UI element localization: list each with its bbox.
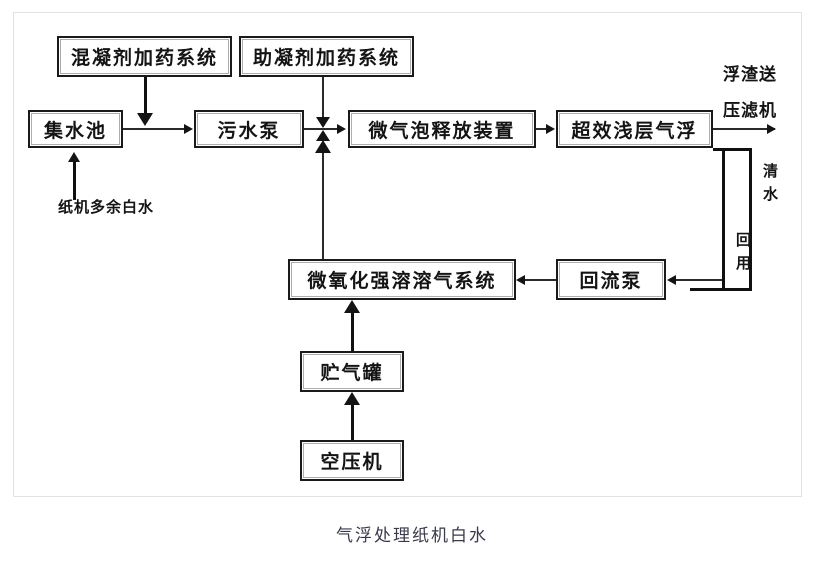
arrowhead-micro-oxidation-up-to-valve (315, 140, 331, 153)
label-scum-outlet-line2: 压滤机 (723, 101, 777, 121)
label-inlet-white-water: 纸机多余白水 (58, 198, 155, 216)
connector-clearwater-bottom-run (690, 288, 752, 291)
connector-inlet-to-collection-tank (73, 162, 76, 200)
figure-frame (13, 12, 802, 497)
connector-reflux-pump-to-micro-oxidation (524, 279, 556, 281)
node-microbubble-release-label: 微气泡释放装置 (368, 119, 516, 142)
node-reflux-pump: 回流泵 (556, 259, 666, 300)
connector-flotation-clearwater-drop (749, 148, 752, 290)
connector-clearwater-to-reflux-pump (676, 279, 722, 281)
connector-valve-to-microbubble-release (322, 128, 338, 130)
node-coagulant-dosing-label: 混凝剂加药系统 (70, 47, 218, 69)
arrowhead-valve-to-microbubble-release (337, 124, 346, 134)
connector-clearwater-reuse-stub (722, 150, 725, 288)
node-micro-oxidation-system: 微氧化强溶溶气系统 (288, 259, 516, 300)
arrowhead-coagulant-dosing-down (137, 113, 153, 126)
connector-microbubble-to-flotation (536, 128, 548, 130)
node-shallow-air-flotation: 超效浅层气浮 (556, 110, 713, 148)
node-sewage-pump: 污水泵 (194, 110, 304, 148)
arrowhead-reflux-pump-to-micro-oxidation (516, 275, 525, 285)
node-collection-tank: 集水池 (28, 110, 123, 148)
connector-collection-tank-to-sewage-pump (123, 128, 185, 130)
arrowhead-flotation-to-scum-outlet (767, 124, 776, 134)
connector-air-compressor-to-gas-tank (351, 402, 354, 440)
node-collection-tank-label: 集水池 (43, 119, 107, 142)
arrowhead-microbubble-to-flotation (546, 124, 555, 134)
connector-flotation-to-scum-outlet (713, 128, 775, 130)
valve-dosing-injection-top (316, 117, 330, 128)
arrowhead-inlet-to-collection-tank (68, 152, 80, 162)
node-sewage-pump-label: 污水泵 (217, 119, 281, 142)
figure-caption-text: 气浮处理纸机白水 (336, 526, 488, 546)
label-clear-water-reuse-upper: 清水 (761, 163, 779, 209)
connector-sewage-pump-to-valve (304, 128, 334, 130)
connector-flotation-to-clearwater-corner (713, 148, 752, 151)
connector-gas-tank-to-micro-oxidation (351, 310, 354, 351)
node-air-compressor-label: 空压机 (320, 451, 384, 473)
node-air-compressor: 空压机 (300, 440, 404, 481)
node-shallow-air-flotation-label: 超效浅层气浮 (571, 119, 698, 142)
connector-coagulant-dosing-down (144, 77, 147, 115)
arrowhead-gas-tank-to-micro-oxidation (344, 300, 360, 313)
node-flocculant-dosing-label: 助凝剂加药系统 (252, 47, 400, 69)
node-flocculant-dosing: 助凝剂加药系统 (239, 36, 414, 77)
connector-flocculant-dosing-down (322, 77, 324, 117)
node-gas-tank: 贮气罐 (300, 351, 404, 392)
valve-dosing-injection-bottom (316, 130, 330, 141)
arrowhead-collection-tank-to-sewage-pump (184, 124, 193, 134)
label-clear-water-reuse-lower: 回用 (734, 232, 752, 278)
arrowhead-clearwater-to-reflux-pump (667, 275, 676, 285)
arrowhead-air-compressor-to-gas-tank (344, 392, 360, 405)
label-scum-outlet-line1: 浮渣送 (723, 65, 777, 85)
node-reflux-pump-label: 回流泵 (579, 270, 643, 292)
node-coagulant-dosing: 混凝剂加药系统 (57, 36, 232, 77)
node-microbubble-release: 微气泡释放装置 (348, 110, 536, 148)
node-micro-oxidation-system-label: 微氧化强溶溶气系统 (307, 270, 497, 292)
node-gas-tank-label: 贮气罐 (320, 362, 384, 384)
figure-caption: 气浮处理纸机白水 (0, 521, 824, 546)
connector-micro-oxidation-up-to-valve (322, 148, 324, 259)
